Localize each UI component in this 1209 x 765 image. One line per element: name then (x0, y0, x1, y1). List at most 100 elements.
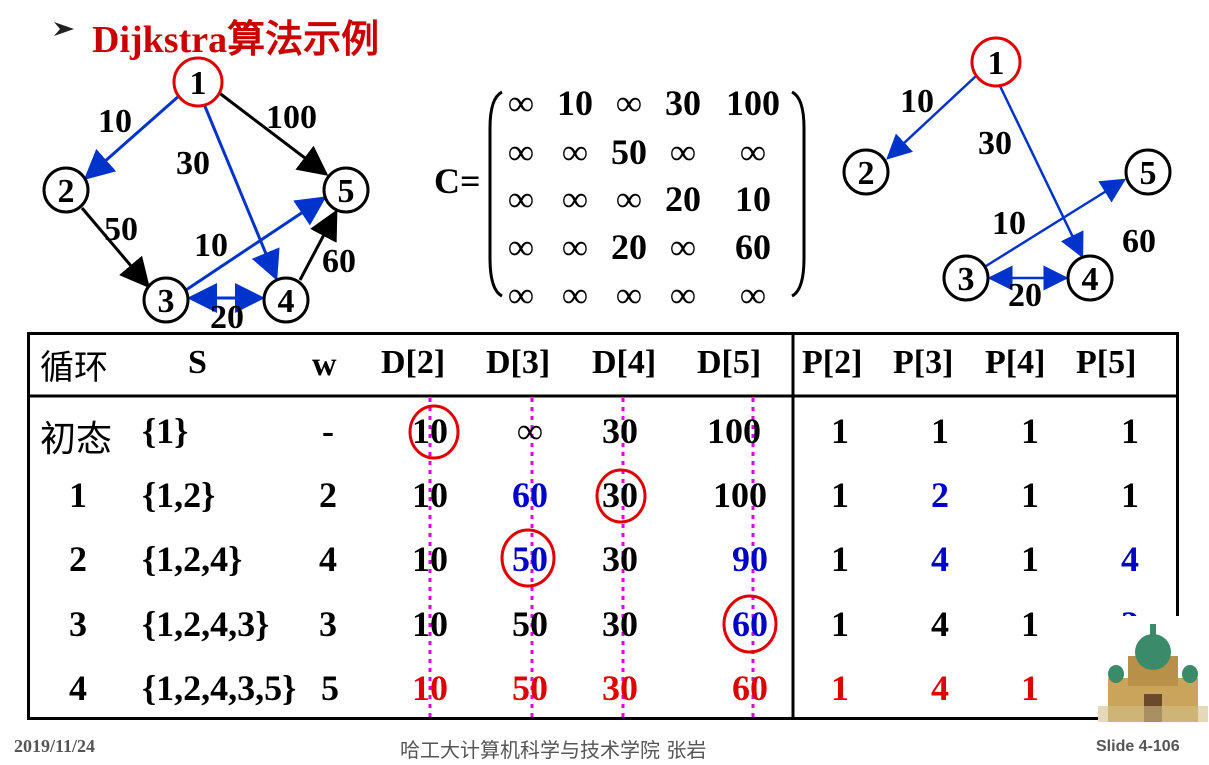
matrix-cell: ∞ (616, 179, 642, 219)
edge-1-5 (217, 90, 329, 176)
matrix-cell: ∞ (508, 227, 534, 267)
table-cell: 10 (412, 475, 448, 515)
weight-label: 10 (194, 227, 228, 264)
table-cell: 1 (1021, 411, 1039, 451)
graph-node: 5 (322, 166, 370, 214)
table-rules (27, 332, 1179, 720)
weight-label: 10 (992, 205, 1026, 242)
weight-label: 20 (210, 299, 244, 336)
table-cell: 30 (602, 604, 638, 644)
matrix-cell: ∞ (740, 132, 766, 172)
matrix-cell: ∞ (670, 275, 696, 315)
tree-edge-1-2 (886, 75, 977, 160)
table-cell: 50 (512, 604, 548, 644)
table-cell: ∞ (517, 411, 543, 451)
table-cell: 30 (602, 668, 638, 708)
table-cell: 1 (1021, 539, 1039, 579)
table-cell: 1 (931, 411, 949, 451)
table-cell: 100 (707, 411, 761, 451)
col-header-d4: D[4] (592, 344, 657, 381)
col-header-d5: D[5] (697, 344, 762, 381)
graph-node: 3 (142, 276, 190, 324)
weight-label: 60 (322, 243, 356, 280)
footer-date: 2019/11/24 (14, 736, 96, 756)
graph-node: 1 (172, 56, 224, 108)
svg-text:4: 4 (1082, 261, 1099, 298)
edge-1-2 (83, 93, 181, 180)
svg-text:5: 5 (1140, 155, 1157, 192)
matrix-cell: ∞ (670, 227, 696, 267)
weight-label: 10 (98, 103, 132, 140)
col-header-loop: 循环 (40, 348, 108, 388)
matrix-cell: 100 (726, 83, 780, 123)
matrix-cell: ∞ (562, 132, 588, 172)
svg-text:5: 5 (338, 173, 355, 210)
table-cell: 2 (69, 539, 87, 579)
table-cell: 50 (512, 668, 548, 708)
matrix-cell: 20 (611, 227, 647, 267)
table-cell: 4 (319, 539, 337, 579)
graph-node: 1 (970, 36, 1022, 88)
graph-node: 5 (1124, 148, 1172, 196)
matrix-cell: 50 (611, 132, 647, 172)
weight-label: 10 (900, 83, 934, 120)
matrix-label: C= (434, 161, 481, 201)
table-cell: 4 (931, 668, 949, 708)
col-header-p3: P[3] (893, 344, 954, 381)
table-cell: 2 (319, 475, 337, 515)
matrix-brackets (488, 90, 806, 298)
matrix-cell: ∞ (670, 132, 696, 172)
table-cell: 10 (412, 668, 448, 708)
table-cell: 4 (931, 604, 949, 644)
svg-text:4: 4 (278, 283, 295, 320)
table-cell: 60 (732, 668, 768, 708)
weight-label: 20 (1008, 277, 1042, 314)
col-header-s: S (188, 344, 207, 381)
table-cell: 1 (1021, 475, 1039, 515)
table-cell: 60 (512, 475, 548, 515)
table-cell: 30 (602, 475, 638, 515)
col-header-p4: P[4] (985, 344, 1046, 381)
svg-text:2: 2 (858, 155, 875, 192)
table-cell: 1 (1021, 604, 1039, 644)
cathedral-image (1098, 616, 1208, 722)
graph-right: 10 30 10 60 20 1 2 3 4 5 (842, 36, 1172, 314)
matrix-cell: 10 (557, 83, 593, 123)
weight-label: 60 (1122, 223, 1156, 260)
matrix-cell: 20 (665, 179, 701, 219)
weight-label: 50 (104, 211, 138, 248)
table-cell: 4 (931, 539, 949, 579)
edge-1-4 (202, 103, 280, 281)
matrix-cell: ∞ (508, 275, 534, 315)
weight-label: 100 (266, 99, 317, 136)
col-header-w: w (312, 346, 337, 383)
table-cell: 1 (1021, 668, 1039, 708)
weight-label: 30 (176, 145, 210, 182)
dijkstra-table (27, 332, 1179, 720)
svg-text:2: 2 (58, 173, 75, 210)
col-header-d2: D[2] (381, 344, 446, 381)
svg-text:1: 1 (988, 45, 1005, 82)
svg-text:3: 3 (958, 261, 975, 298)
edge-2-3 (80, 207, 150, 289)
graph-node: 2 (842, 148, 890, 196)
matrix-cell: ∞ (616, 83, 642, 123)
table-cell: 1 (831, 539, 849, 579)
table-cell: 30 (602, 411, 638, 451)
table-cell: 4 (69, 668, 87, 708)
table-cell: 1 (1121, 475, 1139, 515)
graph-left: 10 100 30 50 10 20 60 1 2 3 4 5 (42, 56, 370, 336)
footer-org: 哈工大计算机科学与技术学院 张岩 (400, 738, 707, 762)
table-cell: 1 (1121, 411, 1139, 451)
tree-edge-1-4 (998, 85, 1084, 259)
matrix-cell: 60 (735, 227, 771, 267)
col-header-p2: P[2] (802, 344, 863, 381)
matrix-cell: ∞ (616, 275, 642, 315)
table-cell: 1 (831, 411, 849, 451)
matrix-cell: ∞ (508, 132, 534, 172)
table-cell: {1} (142, 411, 189, 451)
table-cell: 3 (319, 604, 337, 644)
matrix-cell: ∞ (562, 227, 588, 267)
matrix-cell: 10 (735, 179, 771, 219)
table-cell: 30 (602, 539, 638, 579)
